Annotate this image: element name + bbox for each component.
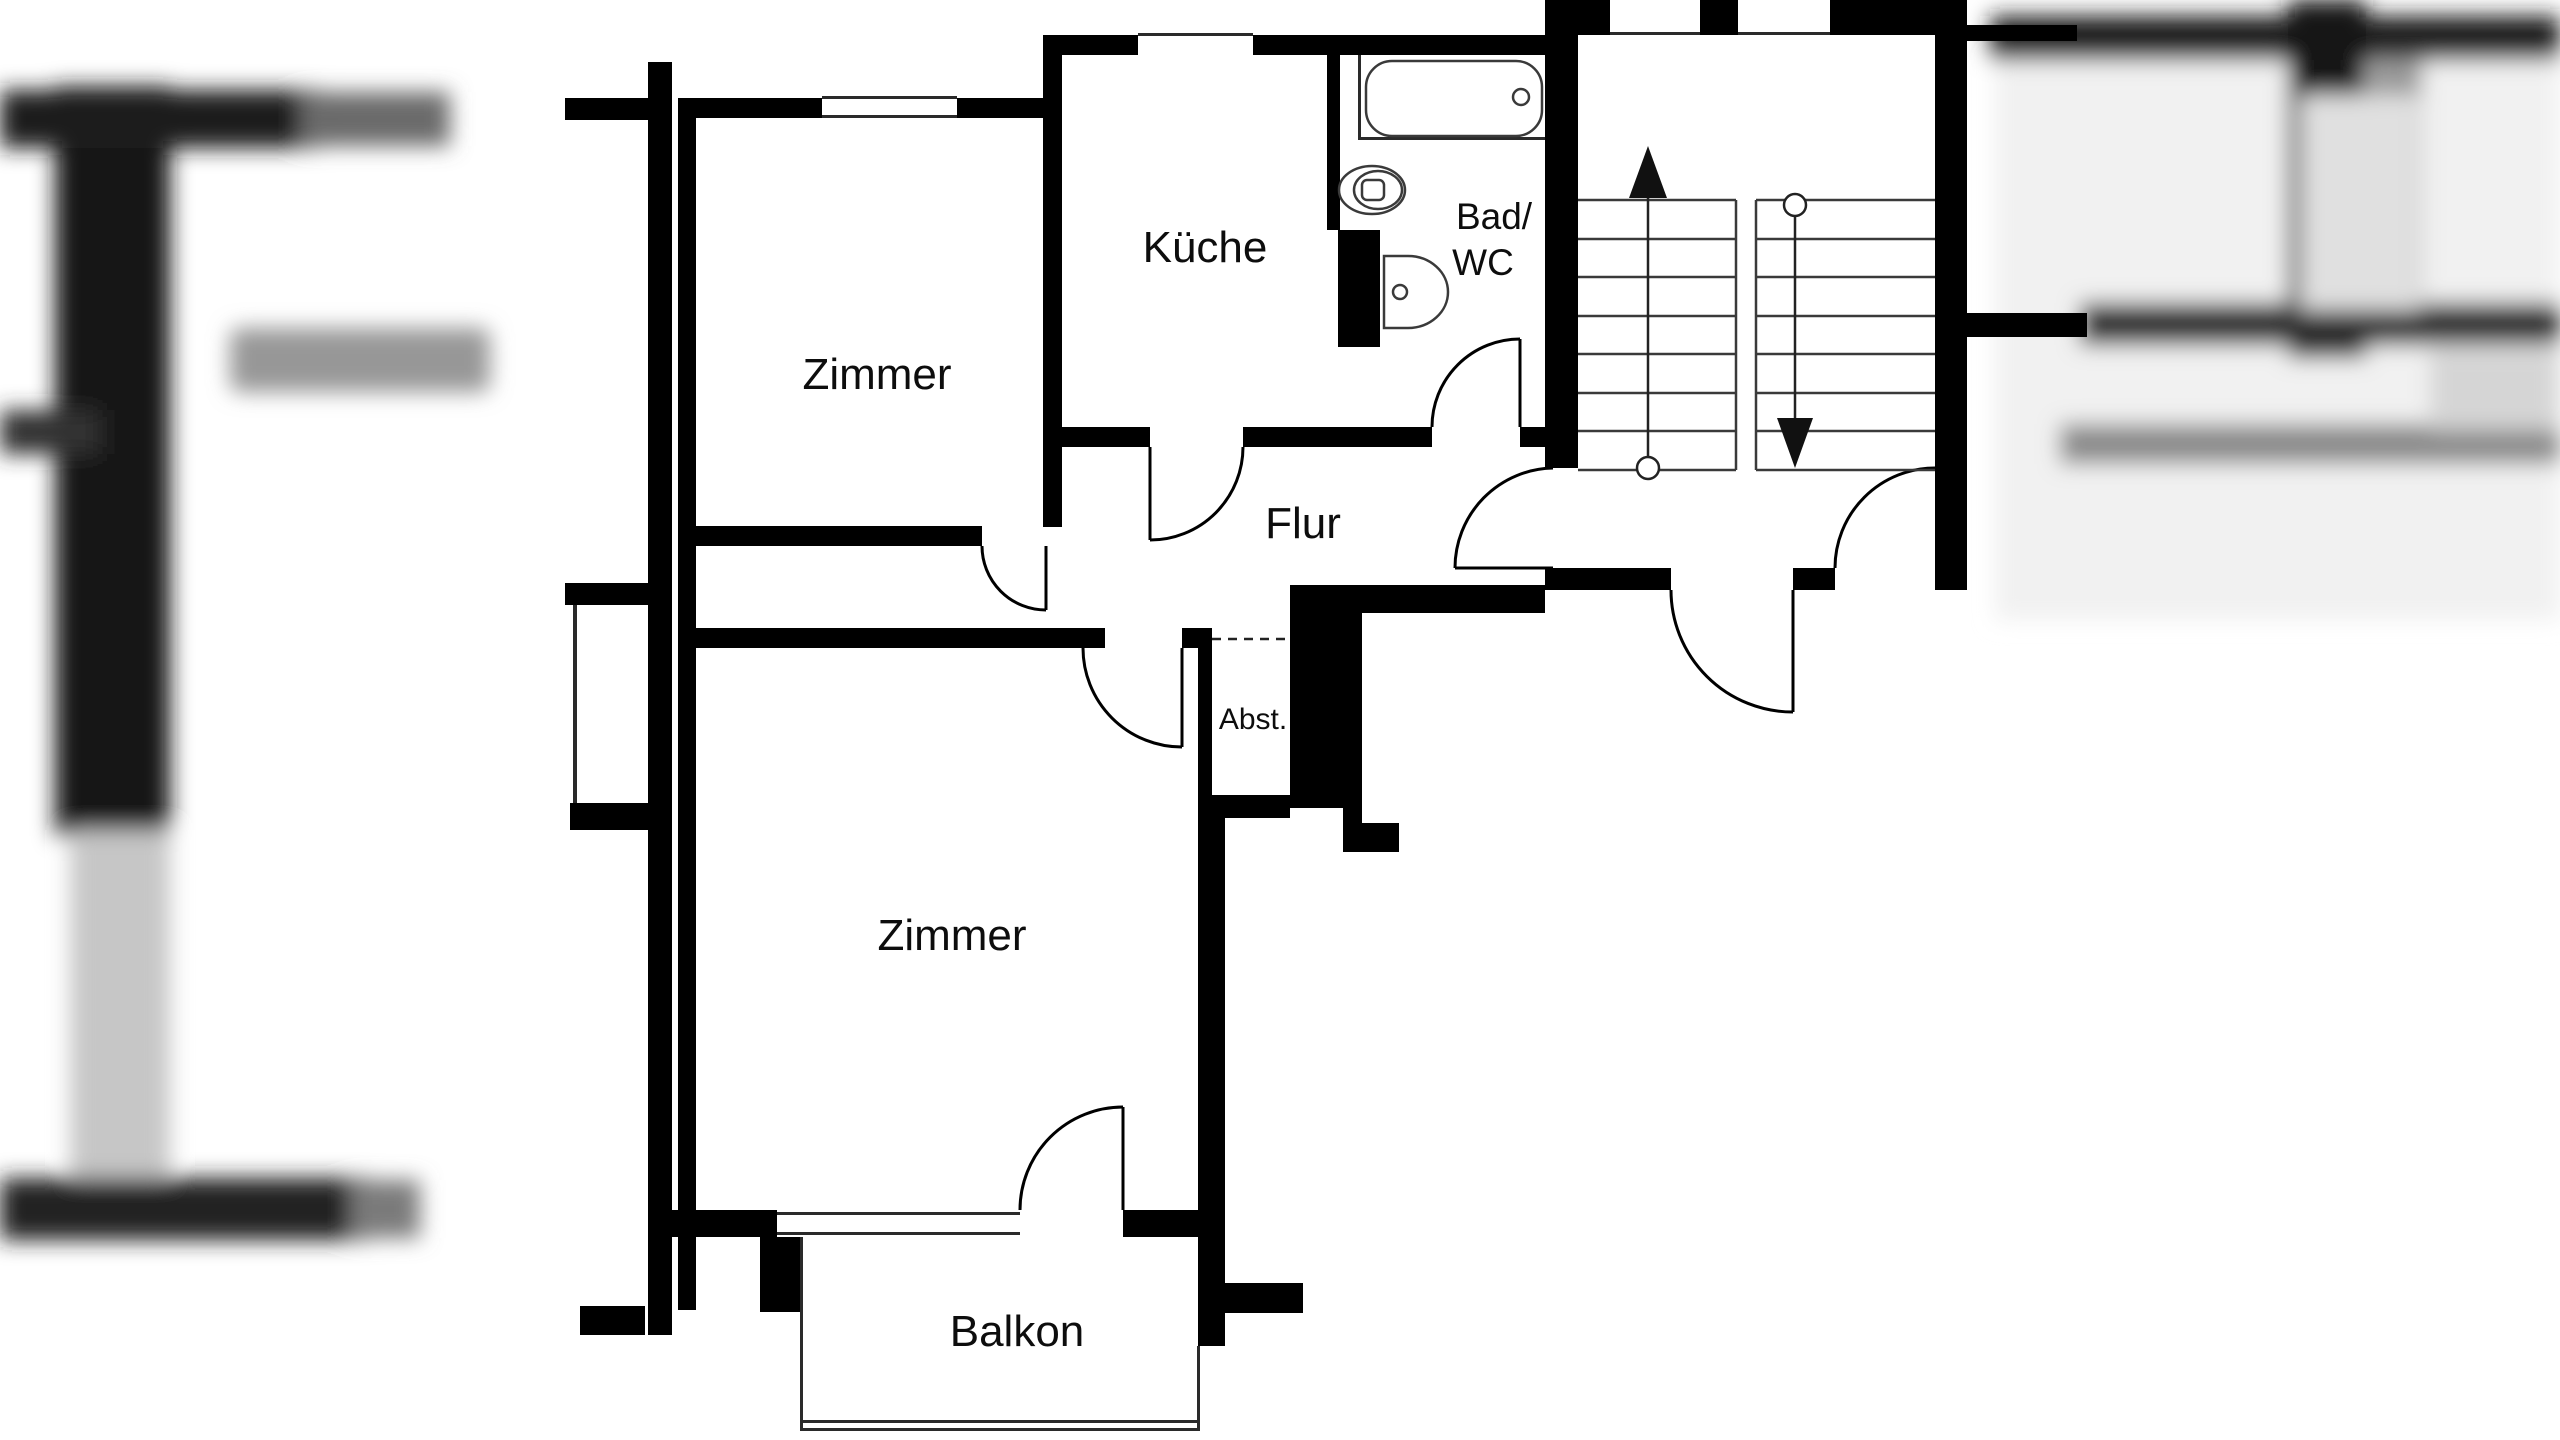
stairs-up-arrow-icon: [1629, 146, 1667, 481]
walls: [565, 0, 2087, 1346]
room-labels: Zimmer Küche Bad/ WC Flur Abst. Zimmer B…: [802, 196, 1532, 1356]
room-label-balkon: Balkon: [950, 1307, 1085, 1356]
window-stairwell: [1738, 32, 1830, 35]
door-upper-zimmer: [980, 545, 1048, 612]
room-label-flur: Flur: [1265, 499, 1341, 548]
left-neighbor-blurred-plan: [0, 86, 490, 1240]
stair-treads: [1578, 198, 1935, 472]
bathroom-fixtures: [1337, 55, 1545, 330]
room-label-zimmer-upper: Zimmer: [802, 350, 951, 399]
window-lower-zimmer: [777, 1212, 1020, 1215]
blurred-wall: [1990, 16, 2560, 60]
door-kueche: [1148, 446, 1245, 542]
door-lower-zimmer: [1081, 647, 1184, 749]
window-neighbor: [573, 605, 577, 803]
windows: [573, 32, 1830, 1235]
door-balcony: [1018, 1105, 1125, 1211]
blurred-wall: [300, 92, 450, 146]
blurred-room: [2300, 95, 2420, 310]
room-label-bad: Bad/: [1456, 196, 1533, 237]
room-label-wc: WC: [1452, 242, 1514, 283]
door-arcs: [980, 337, 1936, 1211]
blurred-wall: [350, 1180, 420, 1238]
blurred-room-label: [230, 328, 490, 392]
blurred-room: [2430, 350, 2560, 430]
balcony-railing: [800, 1237, 1200, 1431]
room-label-kueche: Küche: [1143, 223, 1268, 272]
window-upper-zimmer: [822, 96, 957, 99]
room-label-abst: Abst.: [1219, 703, 1287, 736]
door-bad-wc: [1430, 337, 1522, 428]
room-label-zimmer-lower: Zimmer: [877, 911, 1026, 960]
blurred-wall: [2060, 424, 2560, 464]
window-stairwell: [1610, 32, 1700, 35]
door-apartment-entrance: [1453, 466, 1554, 570]
staircase: [1578, 146, 1935, 481]
window-upper-zimmer: [822, 115, 957, 118]
blurred-wall: [70, 830, 170, 1190]
blurred-wall: [0, 410, 100, 454]
sink-icon: [1382, 254, 1450, 330]
door-stairwell-basement: [1669, 589, 1795, 714]
stairs-down-arrow-icon: [1777, 192, 1813, 468]
bathtub-icon: [1358, 55, 1545, 140]
blurred-wall: [55, 86, 170, 836]
window-kueche: [1138, 33, 1253, 36]
blurred-wall: [0, 90, 320, 148]
window-lower-zimmer: [777, 1232, 1020, 1235]
right-neighbor-blurred-plan: [1990, 0, 2560, 620]
blurred-wall: [0, 1178, 370, 1240]
toilet-icon: [1337, 164, 1407, 216]
